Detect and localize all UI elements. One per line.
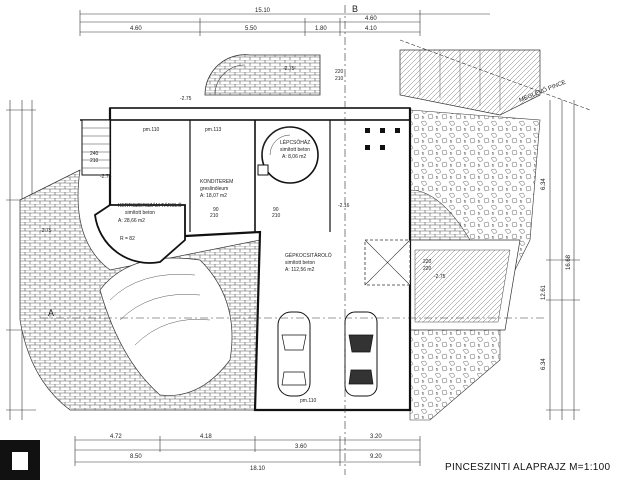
right-stone-area — [409, 109, 541, 421]
north-arrow-icon — [0, 440, 40, 480]
building-walls — [80, 107, 412, 412]
dim-bottom-f: 9.20 — [370, 454, 382, 460]
room-gym-finish: greslinóleum — [200, 186, 228, 192]
door-dim-4: 210 — [210, 213, 219, 219]
room-gym-area: A: 18,07 m2 — [200, 193, 227, 199]
section-lines — [40, 5, 545, 475]
floor-mark-1: pm.110 — [143, 127, 160, 133]
room-garage-finish: simított beton — [285, 260, 315, 266]
door-dim-7: 220 — [423, 259, 432, 265]
dim-top-total: 15.10 — [255, 8, 271, 14]
existing-cellar — [399, 39, 591, 116]
dim-bottom-e: 8.50 — [130, 454, 142, 460]
door-dim-6: 210 — [272, 213, 281, 219]
door-dim-3: 90 — [213, 207, 219, 213]
dim-top-b: 5.50 — [245, 26, 257, 32]
door-dim-1: 240 — [90, 151, 99, 157]
floor-mark-3: pm.110 — [300, 398, 317, 404]
level-1: -2.75 — [100, 174, 112, 180]
car-left — [277, 311, 311, 397]
room-tool-storage-radius: R = 82 — [120, 236, 135, 242]
right-dimension-lines — [546, 100, 580, 420]
level-6: -2.75 — [40, 228, 52, 234]
axis-a-left: A — [48, 308, 54, 318]
dim-right-c: 6.34 — [541, 358, 547, 370]
room-stair-name: LÉPCSŐHÁZ — [280, 139, 310, 146]
room-tool-storage-name: KERTISZERSZÁM TÁROLÓ — [118, 202, 182, 209]
room-garage-name: GÉPKOCSITÁROLÓ — [285, 252, 332, 259]
dim-top-d: 4.10 — [365, 26, 377, 32]
dim-bottom-d: 3.20 — [370, 434, 382, 440]
top-spiral-stair — [204, 54, 321, 96]
dim-bottom-b: 4.18 — [200, 434, 212, 440]
dim-top-c: 1.80 — [315, 26, 327, 32]
door-dim-8: 220 — [423, 266, 432, 272]
dim-right-a: 6.34 — [541, 178, 547, 190]
stair-hall-spiral — [257, 126, 319, 184]
level-5: -2.16 — [338, 203, 350, 209]
dim-right-b: 12.61 — [541, 284, 547, 300]
level-3: -2.75 — [283, 66, 295, 72]
drawing-title: PINCESZINTI ALAPRAJZ M=1:100 — [445, 462, 611, 473]
room-stair-finish: simított beton — [280, 147, 310, 153]
dim-bottom-a: 4.72 — [110, 434, 122, 440]
door-dim-9: 220 — [335, 69, 344, 75]
level-4: -2.75 — [434, 274, 446, 280]
door-dim-10: 210 — [335, 76, 344, 82]
door-dim-2: 210 — [90, 158, 99, 164]
dim-bottom-c: 3.60 — [295, 444, 307, 450]
dim-top-e: 4.60 — [365, 16, 377, 22]
left-stair — [81, 119, 111, 176]
bottom-dimension-lines — [74, 436, 421, 466]
columns — [365, 128, 400, 150]
dim-right-d: 16.68 — [566, 254, 572, 270]
left-brick-terrace — [19, 169, 261, 411]
dim-bottom-total: 18.10 — [250, 466, 266, 472]
garage-ramp — [364, 239, 411, 286]
room-stair-area: A: 8,06 m2 — [282, 154, 306, 160]
door-dim-5: 90 — [273, 207, 279, 213]
room-gym-name: KONDITEREM — [200, 179, 233, 185]
room-tool-storage — [94, 204, 186, 264]
room-tool-storage-finish: simított beton — [125, 210, 155, 216]
car-right — [344, 311, 378, 397]
axis-b-top: B — [352, 4, 358, 14]
room-garage-area: A: 112,56 m2 — [285, 267, 315, 273]
room-tool-storage-area: A: 28,66 m2 — [118, 218, 145, 224]
top-dimension-lines — [79, 10, 490, 36]
dim-top-a: 4.60 — [130, 26, 142, 32]
floor-mark-2: pm.113 — [205, 127, 222, 133]
level-2: -2.75 — [180, 96, 192, 102]
